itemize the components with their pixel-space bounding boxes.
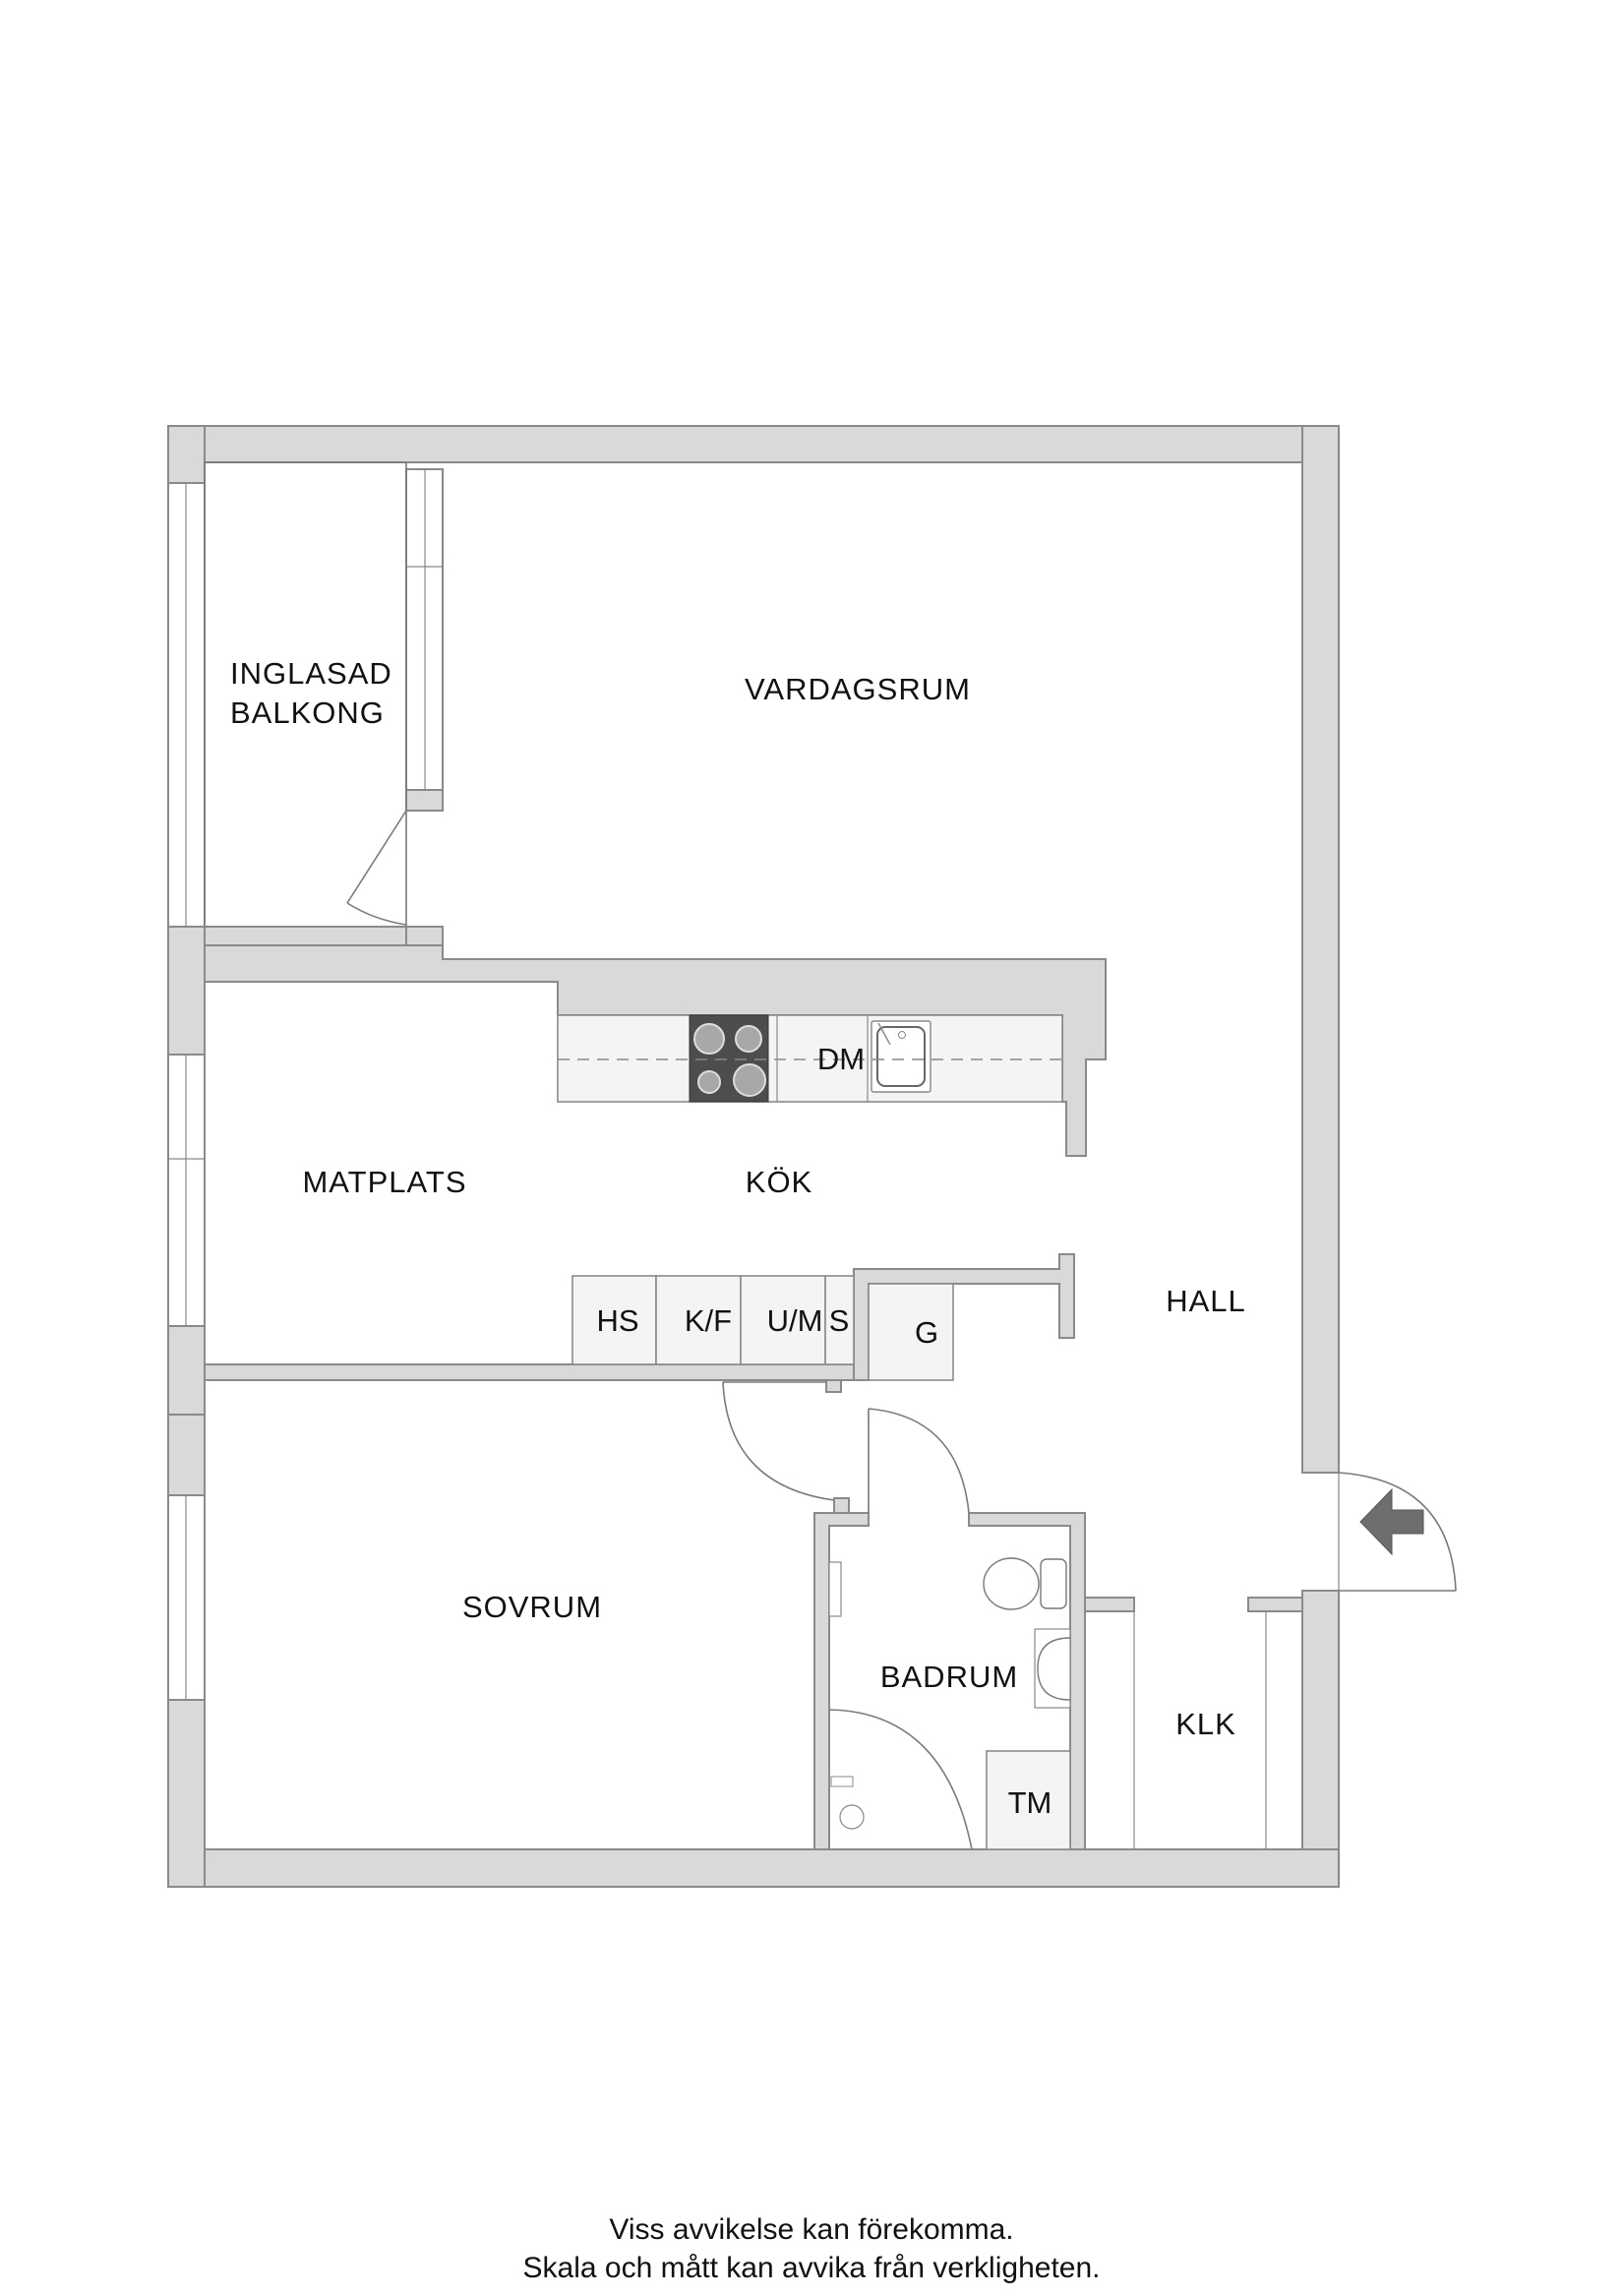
dishwasher-label: DM xyxy=(817,1042,865,1076)
room-label-matplats: MATPLATS xyxy=(302,1165,466,1199)
cabinet-label: S xyxy=(829,1303,850,1338)
room-label-klk: KLK xyxy=(1175,1707,1236,1741)
room-label-inglasad: INGLASAD xyxy=(230,656,392,691)
entrance-door xyxy=(1338,1472,1457,1592)
sink-icon xyxy=(871,1020,932,1093)
room-label-hall: HALL xyxy=(1166,1284,1246,1318)
disclaimer-line-1: Viss avvikelse kan förekomma. xyxy=(609,2213,1014,2246)
room-label-sovrum: SOVRUM xyxy=(462,1590,602,1624)
oven-cabinet-label: HS xyxy=(596,1303,638,1338)
washing-machine-label: TM xyxy=(1008,1785,1052,1820)
disclaimer-line-2: Skala och mått kan avvika från verklighe… xyxy=(522,2252,1101,2284)
kitchen-top-wall xyxy=(204,944,1107,1157)
room-label-badrum: BADRUM xyxy=(880,1660,1018,1694)
room-labels: INGLASAD BALKONG VARDAGSRUM MATPLATS KÖK… xyxy=(230,656,1246,1741)
washbasin-icon xyxy=(1034,1628,1071,1709)
room-label-kok: KÖK xyxy=(746,1165,812,1199)
room-label-vardagsrum: VARDAGSRUM xyxy=(745,672,971,706)
outer-walls xyxy=(167,425,1340,1888)
wardrobe-label: G xyxy=(915,1315,938,1350)
kitchen-lower-wall xyxy=(204,1253,1075,1393)
fridge-freezer-label: K/F xyxy=(685,1303,732,1338)
bedroom-door xyxy=(722,1381,850,1514)
arrow-left-icon xyxy=(1359,1487,1424,1556)
bathroom-walls: TM xyxy=(813,1408,1086,1850)
room-label-balkong: BALKONG xyxy=(230,695,385,730)
toilet-icon xyxy=(983,1557,1067,1610)
microwave-label: U/M xyxy=(767,1303,823,1338)
kitchen-counter-upper: DM xyxy=(557,1014,1063,1103)
kitchen-counter-lower: HS K/F U/M S G xyxy=(571,1275,954,1381)
balcony-partition xyxy=(168,461,444,946)
closet-walls xyxy=(1084,1591,1303,1849)
